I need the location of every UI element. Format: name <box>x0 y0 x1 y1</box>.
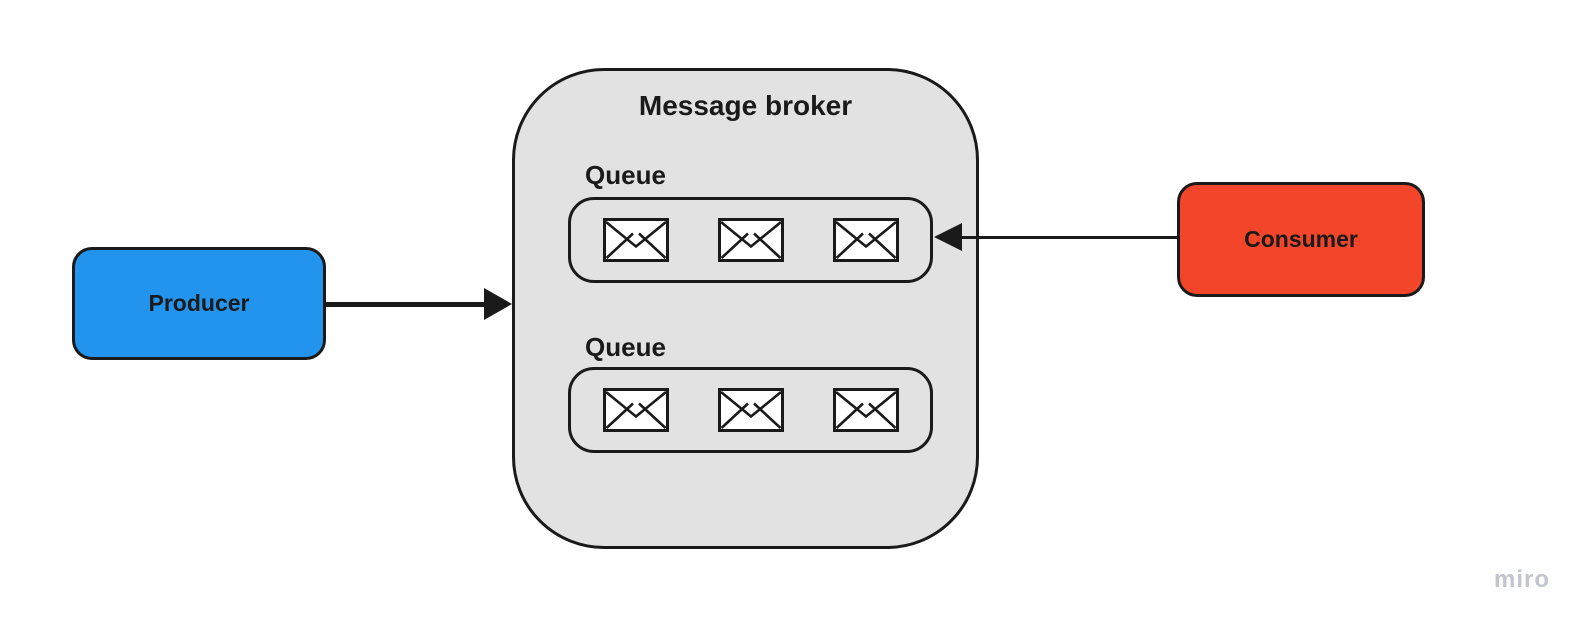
queue-1-box <box>568 197 933 283</box>
producer-to-broker-arrow-line <box>326 302 486 307</box>
envelope-icon <box>602 388 669 432</box>
envelope-icon <box>717 218 784 262</box>
producer-node: Producer <box>72 247 326 360</box>
producer-label: Producer <box>148 290 250 316</box>
queue-1-label: Queue <box>585 160 666 190</box>
consumer-node: Consumer <box>1177 182 1425 297</box>
envelope-icon <box>717 388 784 432</box>
message-broker-container <box>512 68 979 549</box>
miro-watermark: miro <box>1494 566 1551 593</box>
consumer-to-queue-arrow-line <box>958 236 1178 239</box>
producer-to-broker-arrowhead-icon <box>484 288 512 320</box>
message-broker-title: Message broker <box>638 90 853 121</box>
queue-2-label: Queue <box>585 332 666 362</box>
queue-2-box <box>568 367 933 453</box>
consumer-to-queue-arrowhead-icon <box>934 223 962 251</box>
envelope-icon <box>602 218 669 262</box>
envelope-icon <box>832 388 899 432</box>
envelope-icon <box>832 218 899 262</box>
consumer-label: Consumer <box>1244 226 1358 252</box>
